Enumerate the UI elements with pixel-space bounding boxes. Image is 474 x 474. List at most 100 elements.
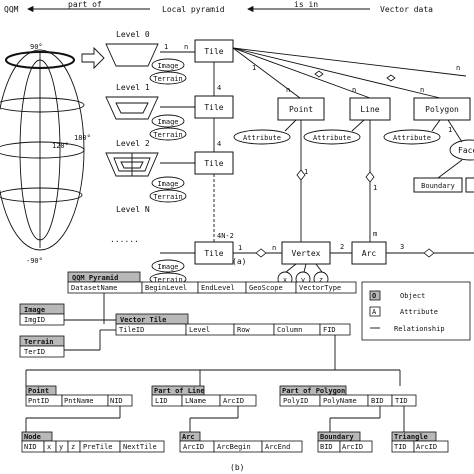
tile-n-attrs: Image Terrain	[149, 259, 187, 286]
card-4n2: 4N-2	[217, 232, 234, 240]
node-col-pretile: PreTile	[83, 443, 113, 451]
card-n-tile0: n	[184, 43, 188, 51]
node-title: Node	[24, 433, 41, 441]
tile-1-label: Tile	[204, 103, 223, 112]
terrain-n: Terrain	[153, 276, 183, 284]
tile-0: Tile	[194, 39, 234, 63]
card-tile-point-1: 1	[252, 64, 256, 72]
popoly-col-polyname: PolyName	[323, 397, 357, 405]
table-triangle: Triangle TID ArcID	[391, 431, 449, 453]
terrain-title: Terrain	[24, 338, 54, 346]
ellipsis-label: ......	[110, 235, 139, 244]
arc-label: Arc	[362, 249, 377, 258]
vertex-entity: Vertex	[281, 241, 331, 265]
level-0: Level 0	[105, 30, 159, 67]
top-bar: QQM part of Local pyramid is in Vector d…	[4, 0, 433, 14]
vt-col-fid: FID	[323, 326, 336, 334]
tile-n: Tile	[194, 241, 234, 265]
level-0-label: Level 0	[116, 30, 150, 39]
point-title: Point	[28, 387, 49, 395]
level-1: Level 1	[105, 83, 159, 120]
lon-180-label: 180°	[74, 134, 91, 142]
node-col-nexttile: NextTile	[123, 443, 157, 451]
polygon-entity: Polygon	[413, 97, 471, 121]
point-attribute: Attribute	[243, 134, 281, 142]
card-1-tile0: 1	[164, 43, 168, 51]
pol-col-lname: LName	[185, 397, 206, 405]
level-2: Level 2	[105, 139, 159, 177]
level-n-label: Level N	[116, 205, 150, 214]
table-image: Image ImgID	[19, 303, 65, 326]
card-tile-poly-n: n	[420, 86, 424, 94]
triangle-title: Triangle	[394, 433, 428, 441]
point-col-pntname: PntName	[64, 397, 94, 405]
table-part-of-line: Part of Line LID LName ArcID	[151, 385, 257, 407]
tile-n-label: Tile	[204, 249, 223, 258]
tile-2-label: Tile	[204, 159, 223, 168]
table-terrain: Terrain TerID	[19, 335, 65, 358]
part-of-line-title: Part of Line	[154, 387, 205, 395]
qqm-col-geoscope: GeoScope	[249, 284, 283, 292]
point-label: Point	[289, 105, 313, 114]
globe: 90° 120° 180° -90°	[0, 43, 91, 265]
vector-tile-title: Vector Tile	[120, 316, 166, 324]
vt-col-column: Column	[277, 326, 302, 334]
terrain-0: Terrain	[153, 75, 183, 83]
polygon-attribute: Attribute	[393, 134, 431, 142]
qqm-col-datasetname: DatasetName	[71, 284, 117, 292]
triangle-col-arcid: ArcID	[416, 443, 437, 451]
image-0: Image	[157, 62, 178, 70]
table-boundary: Boundary BID ArcID	[317, 431, 373, 453]
tile-1: Tile	[194, 95, 234, 119]
boundary-title: Boundary	[320, 433, 355, 441]
card-line-arc: 1	[373, 184, 377, 192]
level-1-label: Level 1	[116, 83, 150, 92]
legend-object: Object	[400, 292, 425, 300]
boundary-col-bid: BID	[320, 443, 333, 451]
triangle-col-tid: TID	[394, 443, 407, 451]
card-arc-m: m	[373, 230, 377, 238]
card-tile-line-n: n	[352, 86, 356, 94]
vt-col-row: Row	[237, 326, 250, 334]
local-pyramid-label: Local pyramid	[162, 5, 225, 14]
point-entity: Point	[277, 97, 325, 121]
qqm-label: QQM	[4, 5, 19, 14]
arc-col-arcend: ArcEnd	[265, 443, 290, 451]
vertex-z: z	[319, 276, 323, 284]
arc-entity: Arc	[351, 241, 387, 265]
table-vector-tile: Vector Tile TileID Level Row Column FID	[115, 313, 351, 336]
pol-col-lid: LID	[155, 397, 168, 405]
boundary-col-arcid: ArcID	[342, 443, 363, 451]
vertex-label: Vertex	[292, 249, 321, 258]
table-qqm-pyramid: QQM Pyramid DatasetName BeginLevel EndLe…	[67, 271, 357, 294]
node-col-z: z	[71, 443, 75, 451]
legend-relationship: Relationship	[394, 325, 445, 333]
card-tile-face-n: n	[456, 64, 460, 72]
node-col-x: x	[47, 443, 51, 451]
image-col-imgid: ImgID	[24, 316, 45, 324]
card-tile-vertex-1: 1	[238, 244, 242, 252]
legend: O Object A Attribute Relationship	[361, 281, 471, 341]
vector-data-label: Vector data	[380, 5, 433, 14]
qqm-col-vectortype: VectorType	[299, 284, 341, 292]
arc-title: Arc	[182, 433, 195, 441]
legend-attribute-sym: A	[372, 308, 377, 316]
point-col-pntid: PntID	[28, 397, 49, 405]
tile-0-attrs: Image Terrain	[149, 58, 187, 85]
qqm-col-beginlevel: BeginLevel	[145, 284, 187, 292]
tile-2: Tile	[194, 151, 234, 175]
lat-90n-label: 90°	[30, 43, 43, 51]
terrain-col-terid: TerID	[24, 348, 45, 356]
table-part-of-polygon: Part of Polygon PolyID PolyName BID TID	[279, 385, 417, 407]
legend-object-sym: O	[372, 292, 376, 300]
caption-a: (a)	[232, 257, 246, 266]
point-col-nid: NID	[110, 397, 123, 405]
globe-to-pyramid-arrow	[81, 46, 105, 70]
boundary-label: Boundary	[421, 182, 455, 190]
vt-col-tileid: TileID	[119, 326, 144, 334]
image-title: Image	[24, 306, 45, 314]
part-of-label: part of	[68, 0, 102, 9]
image-1: Image	[157, 118, 178, 126]
lat-90s-label: -90°	[26, 257, 43, 265]
